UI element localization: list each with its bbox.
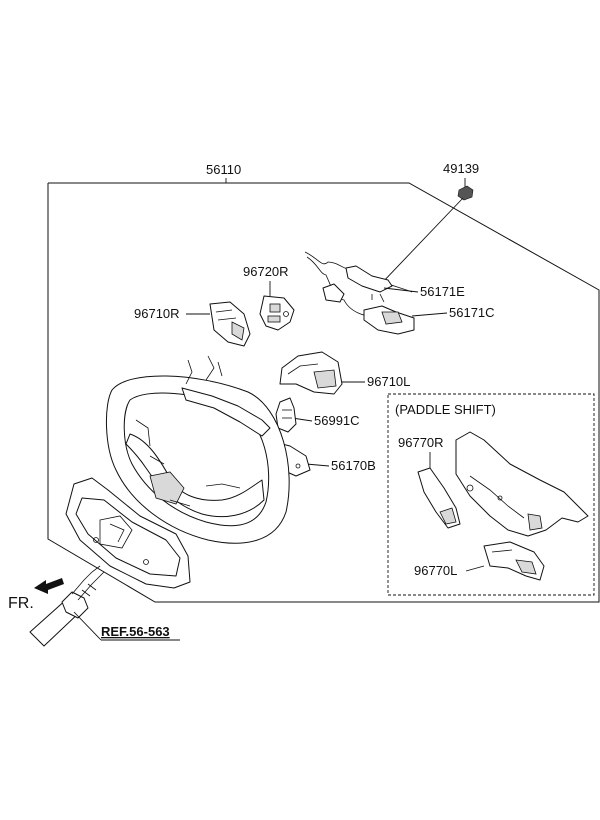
paddle-shift-title: (PADDLE SHIFT) — [395, 402, 496, 417]
leader-56171C — [411, 312, 448, 317]
connector-56991C — [275, 397, 297, 433]
leader-56171E — [383, 287, 419, 293]
paddle-shift-cover — [455, 431, 589, 537]
switch-96710R — [209, 301, 251, 347]
label-56171C: 56171C — [449, 305, 495, 320]
leader-56170B — [305, 463, 330, 467]
leader-ref — [73, 611, 102, 641]
wiring-harness — [304, 251, 415, 335]
steering-column — [29, 565, 105, 647]
assembly-frame — [47, 182, 600, 603]
paddle-96770R — [417, 467, 461, 529]
paddle-96770L — [483, 541, 545, 581]
label-49139: 49139 — [443, 161, 479, 176]
label-56171E: 56171E — [420, 284, 465, 299]
label-96710R: 96710R — [134, 306, 180, 321]
ref-label: REF.56-563 — [101, 624, 170, 639]
front-arrow-icon — [34, 578, 64, 594]
label-56110: 56110 — [206, 162, 241, 177]
label-96710L: 96710L — [367, 374, 410, 389]
switch-96720R — [259, 295, 295, 331]
paddle-shift-box — [387, 393, 595, 596]
label-96720R: 96720R — [243, 264, 289, 279]
switch-96710L — [279, 351, 343, 395]
back-cover — [65, 477, 191, 589]
leader-96770L — [465, 565, 485, 572]
clip-49139 — [457, 185, 474, 201]
label-56991C: 56991C — [314, 413, 360, 428]
leader-clip-to-harness — [379, 197, 464, 286]
label-96770L: 96770L — [414, 563, 457, 578]
front-label: FR. — [8, 595, 34, 612]
label-96770R: 96770R — [398, 435, 444, 450]
label-56170B: 56170B — [331, 458, 376, 473]
steering-wheel — [105, 355, 290, 544]
